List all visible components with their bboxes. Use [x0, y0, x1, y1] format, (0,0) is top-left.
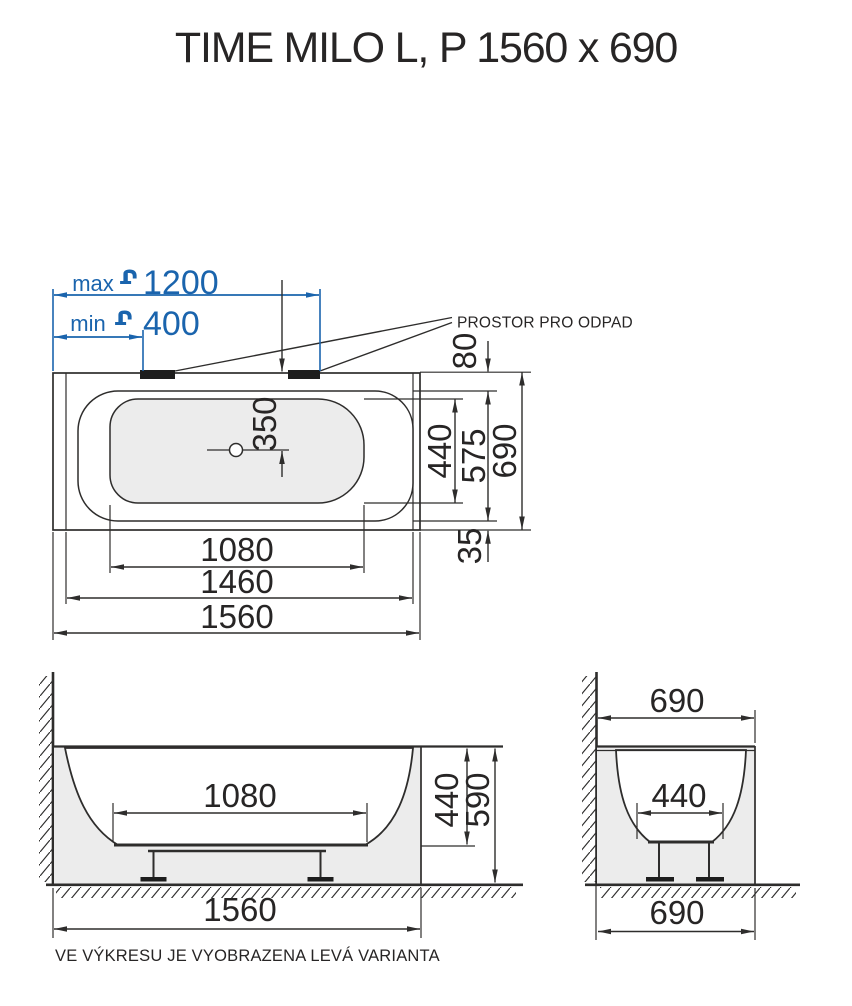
top-view-extension-lines: [364, 371, 531, 531]
faucet-min-label: min: [70, 311, 105, 336]
waste-space-bar-right: [288, 370, 320, 379]
tub-legs: [646, 842, 724, 882]
wall-hatch: [582, 676, 596, 882]
tub-outer-rect: [52, 372, 421, 531]
top-view: PROSTOR PRO ODPAD max 1200 min 400 350: [52, 264, 633, 640]
dim-overall-length: 1560: [200, 598, 273, 635]
dim-drain-distance: 350: [246, 396, 283, 451]
dim-top-offset: 80: [446, 333, 483, 370]
dim-inner-depth: 440: [428, 772, 465, 827]
end-view-dim-lines: [595, 710, 756, 940]
dim-overall-length-front: 1560: [203, 891, 276, 928]
dim-floor-length: 1080: [203, 777, 276, 814]
wall-hatch: [39, 676, 53, 882]
variant-footnote: VE VÝKRESU JE VYOBRAZENA LEVÁ VARIANTA: [55, 946, 440, 965]
front-view: 1080 440 590 1560: [39, 672, 523, 938]
dim-floor-width: 440: [651, 777, 706, 814]
end-view: 690 440 690: [582, 672, 800, 940]
faucet-icon: [120, 269, 137, 284]
faucet-min-value: 400: [143, 305, 200, 343]
drain-space-label: PROSTOR PRO ODPAD: [457, 315, 633, 332]
dim-total-height: 590: [459, 772, 496, 827]
dim-inner-length: 1460: [200, 563, 273, 600]
dim-bottom-offset: 35: [451, 528, 488, 565]
faucet-dimensions: max 1200 min 400: [52, 264, 321, 371]
dim-overall-width-bottom: 690: [649, 894, 704, 931]
dim-basin-width: 440: [421, 423, 458, 478]
waste-leader-lines: [174, 316, 453, 372]
dim-basin-length: 1080: [200, 531, 273, 568]
front-view-dim-lines: [52, 748, 498, 938]
top-view-bottom-dim-lines: [52, 505, 421, 640]
ground-hatch: [56, 887, 516, 898]
ground-hatch: [600, 887, 796, 898]
page-title: TIME MILO L, P 1560 x 690: [175, 24, 677, 72]
drain-hole-icon: [228, 442, 244, 458]
dim-overall-width-top: 690: [649, 682, 704, 719]
waste-space-bar-left: [140, 370, 175, 379]
top-view-right-dim-lines: [452, 341, 525, 562]
faucet-max-label: max: [72, 271, 114, 296]
tub-legs: [140, 851, 334, 882]
faucet-icon: [115, 310, 132, 325]
dim-overall-width: 690: [486, 423, 523, 478]
dim-inner-width: 575: [455, 428, 492, 483]
faucet-max-value: 1200: [143, 264, 219, 302]
